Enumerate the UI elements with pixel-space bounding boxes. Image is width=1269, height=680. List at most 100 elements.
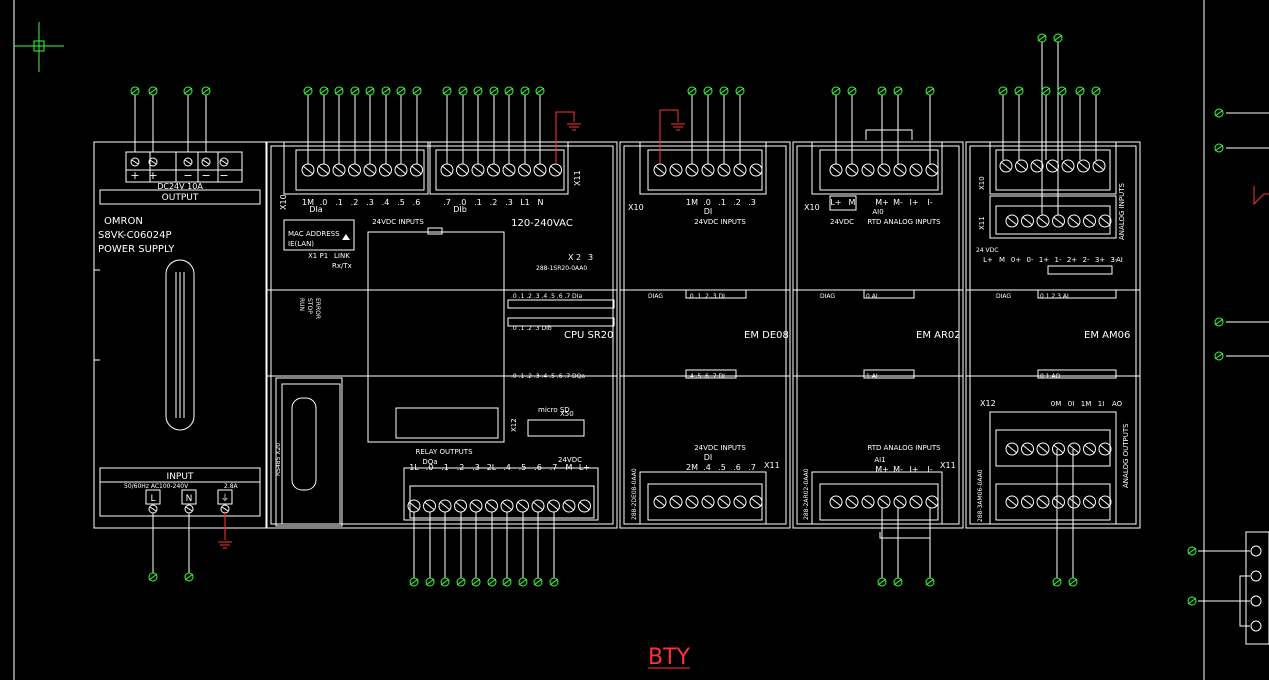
ar02-input-terminal[interactable]: [831, 86, 841, 96]
right-side-terminal[interactable]: [1187, 546, 1197, 556]
em-de08-inputs-label: 24VDC INPUTS: [694, 218, 746, 226]
cpu-out-pins-label: .5: [519, 463, 527, 472]
em-am06-row1: 0 1 2 3 AI: [1040, 293, 1069, 300]
am06-input-terminal[interactable]: [1014, 86, 1024, 96]
cpu-input-terminal[interactable]: [334, 86, 344, 96]
cpu-out-pins-label: 2L: [487, 463, 497, 472]
ps-output-terminal[interactable]: [148, 86, 158, 96]
em-de08-lower-label: 24VDC INPUTS: [694, 444, 746, 452]
em-de08-module[interactable]: [619, 141, 791, 529]
cpu-row1: .0 .1 .2 .3 .4 .5 .6 .7 DIa: [511, 293, 582, 300]
am06-pins-label: 0-: [1027, 256, 1034, 264]
cpu-row2: .0 .1 .2 .3 DIb: [511, 325, 552, 332]
terminal-screws: [130, 157, 1112, 514]
cpu-input-terminal[interactable]: [458, 86, 468, 96]
right-side-terminal[interactable]: [1214, 143, 1224, 153]
cpu-input-terminal[interactable]: [473, 86, 483, 96]
cpu-output-terminal[interactable]: [471, 577, 481, 587]
cad-crosshair-cursor[interactable]: [14, 22, 64, 72]
ps-output-terminal[interactable]: [183, 86, 193, 96]
am06-input2-screw: [1036, 214, 1050, 228]
de08-lower-screw: [685, 495, 699, 509]
cpu-upper-mid-pins-label: .3: [505, 198, 513, 207]
ps-output-terminal[interactable]: [201, 86, 211, 96]
right-side-terminal[interactable]: [1214, 351, 1224, 361]
cpu-input-terminal[interactable]: [350, 86, 360, 96]
em-am06-vdc: 24 VDC: [976, 247, 998, 254]
em-ar02-lower-pin-labels: M+M-I+I-: [875, 465, 933, 474]
am06-input-terminal[interactable]: [1075, 86, 1085, 96]
cpu-output-terminal[interactable]: [409, 577, 419, 587]
de08-input-terminal[interactable]: [687, 86, 697, 96]
cpu-sr20-module[interactable]: [266, 141, 618, 529]
de08-input-terminal[interactable]: [719, 86, 729, 96]
ar02-lower-terminal[interactable]: [877, 577, 887, 587]
cpu-x10-label: X10: [279, 194, 288, 210]
de08-input-terminal[interactable]: [703, 86, 713, 96]
am06-output-terminal[interactable]: [1052, 577, 1062, 587]
right-side-terminal[interactable]: [1187, 596, 1197, 606]
right-side-terminal[interactable]: [1214, 317, 1224, 327]
am06-input-terminal[interactable]: [1091, 86, 1101, 96]
am06-output-terminal[interactable]: [1068, 577, 1078, 587]
ps-output-screw: [219, 157, 229, 167]
am06-input-terminal[interactable]: [1037, 33, 1047, 43]
ar02-lower-terminal[interactable]: [925, 577, 935, 587]
ar02-lower-screw: [861, 495, 875, 509]
ar02-pins-right-label: M+: [875, 198, 889, 207]
de08-input-terminal[interactable]: [735, 86, 745, 96]
cpu-output-terminal[interactable]: [549, 577, 559, 587]
cpu-input-terminal[interactable]: [442, 86, 452, 96]
ps-input-terminal[interactable]: [148, 572, 158, 582]
am06-input-terminal[interactable]: [998, 86, 1008, 96]
cpu-output-terminal[interactable]: [502, 577, 512, 587]
ps-model: S8VK-C06024P: [98, 230, 172, 241]
am06-output2-screw: [1067, 495, 1081, 509]
am06-output2-screw: [1036, 495, 1050, 509]
ar02-lower-terminal[interactable]: [893, 577, 903, 587]
em-de08-x11: X11: [764, 461, 780, 470]
cpu-input-terminal[interactable]: [303, 86, 313, 96]
de08-lower-pins-label: .4: [703, 463, 711, 472]
ar02-input-terminal[interactable]: [877, 86, 887, 96]
cpu-input-terminal[interactable]: [365, 86, 375, 96]
ground-icon: [671, 123, 685, 131]
cpu-input-terminal[interactable]: [535, 86, 545, 96]
cpu-rxtx: Rx/Tx: [332, 262, 352, 270]
ar02-input-screw: [925, 163, 939, 177]
de08-lower-screw: [733, 495, 747, 509]
ps-input-terminal[interactable]: [184, 572, 194, 582]
ps-output-terminal[interactable]: [130, 86, 140, 96]
cpu-input-terminal[interactable]: [520, 86, 530, 96]
cpu-output-terminal[interactable]: [440, 577, 450, 587]
ar02-input-terminal[interactable]: [893, 86, 903, 96]
em-am06-module[interactable]: [965, 141, 1141, 529]
cpu-input-terminal[interactable]: [319, 86, 329, 96]
em-am06-x11: X11: [978, 216, 986, 230]
cpu-link: LINK: [334, 252, 350, 260]
cpu-sd-label: micro SD: [538, 406, 570, 414]
am06-input-terminal[interactable]: [1057, 86, 1067, 96]
cpu-upper-left-pins-label: .0: [320, 198, 328, 207]
cpu-input-terminal[interactable]: [412, 86, 422, 96]
em-de08-diag: DIAG: [648, 293, 663, 300]
cpu-output-terminal[interactable]: [425, 577, 435, 587]
ar02-input-terminal[interactable]: [847, 86, 857, 96]
power-supply-module[interactable]: [93, 141, 267, 529]
am06-input-terminal[interactable]: [1053, 33, 1063, 43]
cpu-input-terminal[interactable]: [504, 86, 514, 96]
am06-input-terminal[interactable]: [1041, 86, 1051, 96]
ar02-input-terminal[interactable]: [925, 86, 935, 96]
cpu-input-terminal[interactable]: [489, 86, 499, 96]
cpu-relay-label: RELAY OUTPUTS: [415, 448, 473, 456]
am06-pins-label: 3-: [1111, 256, 1118, 264]
right-side-terminal[interactable]: [1214, 108, 1224, 118]
em-am06-x12: X12: [980, 399, 996, 408]
em-ar02-module[interactable]: [792, 129, 964, 539]
cpu-output-terminal[interactable]: [533, 577, 543, 587]
cpu-input-terminal[interactable]: [396, 86, 406, 96]
cpu-output-terminal[interactable]: [518, 577, 528, 587]
cpu-output-terminal[interactable]: [456, 577, 466, 587]
cpu-input-terminal[interactable]: [381, 86, 391, 96]
cpu-output-terminal[interactable]: [487, 577, 497, 587]
